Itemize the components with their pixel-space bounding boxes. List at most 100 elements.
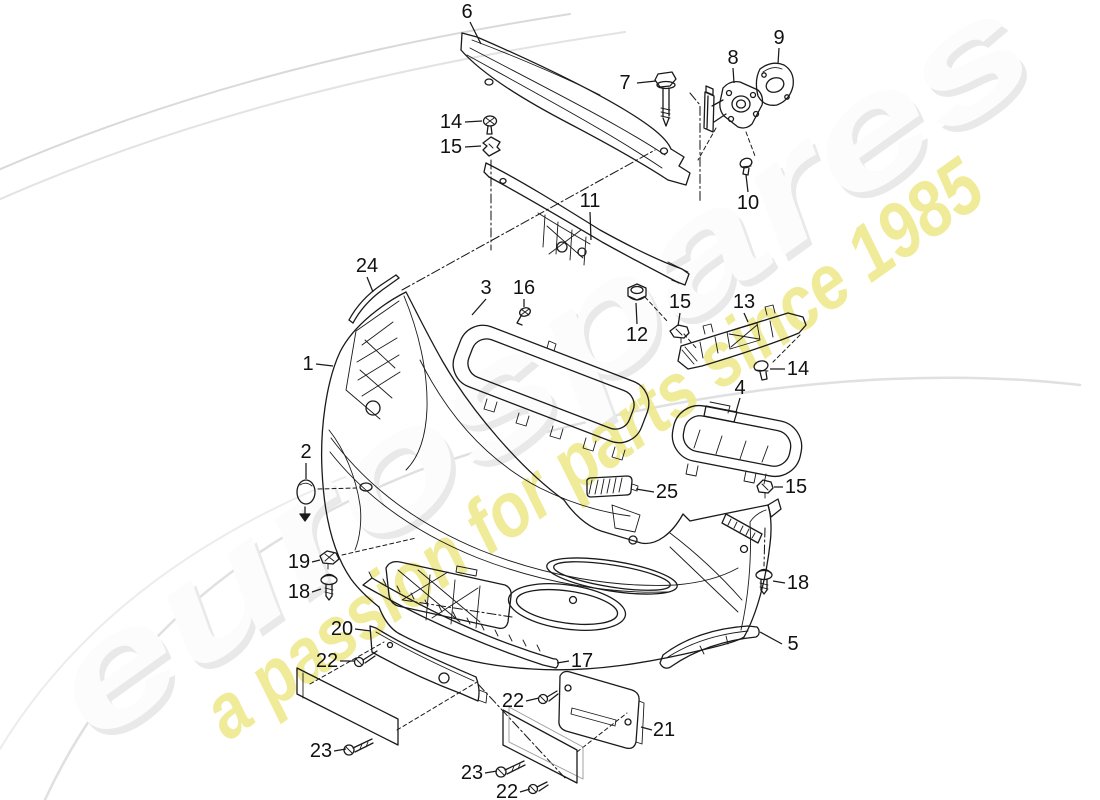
callout-number-6: 6 xyxy=(461,1,472,23)
callout-number-18: 18 xyxy=(787,572,809,594)
part-10-screw xyxy=(739,157,753,176)
part-19-clip-nut xyxy=(319,550,340,570)
callout-leader-22 xyxy=(519,788,531,793)
callout-leader-15 xyxy=(677,312,681,327)
part-17-spoiler-strip xyxy=(362,571,559,669)
callout-number-24: 24 xyxy=(356,255,378,277)
part-24-seal-strip xyxy=(348,274,400,324)
callout-leader-23 xyxy=(333,748,347,752)
part-25-side-marker xyxy=(586,475,639,498)
part-9-retaining-plate xyxy=(755,62,794,106)
callout-leader-20 xyxy=(354,628,372,632)
swoosh-arc-bottom-2 xyxy=(0,476,346,751)
callout-number-23: 23 xyxy=(461,762,483,784)
assembly-alignment-lines xyxy=(309,92,801,780)
part-20-license-filler xyxy=(369,625,488,704)
callout-leader-17 xyxy=(556,660,570,664)
callout-leader-6 xyxy=(469,21,482,45)
callout-number-15: 15 xyxy=(785,476,807,498)
part-14-screw-mid xyxy=(753,360,769,381)
callout-number-15: 15 xyxy=(669,291,691,313)
callout-number-14: 14 xyxy=(787,358,809,380)
callout-leader-21 xyxy=(640,726,653,731)
part-16-screw xyxy=(516,307,531,326)
callout-number-4: 4 xyxy=(734,377,745,399)
callout-leader-5 xyxy=(759,631,783,645)
callout-leader-23 xyxy=(484,770,498,774)
callout-number-16: 16 xyxy=(513,277,535,299)
callout-number-9: 9 xyxy=(773,27,784,49)
part-4-side-grille xyxy=(671,401,803,485)
callout-leader-3 xyxy=(471,298,487,316)
callout-number-12: 12 xyxy=(626,324,648,346)
license-plate-left xyxy=(296,667,399,746)
callout-number-22: 22 xyxy=(502,690,524,712)
part-3-center-grille xyxy=(452,324,650,461)
swoosh-arc-top-1 xyxy=(0,13,571,171)
callout-number-11: 11 xyxy=(580,190,601,212)
callout-leader-8 xyxy=(732,67,735,84)
callout-number-7: 7 xyxy=(619,72,630,94)
part-14-screw-top xyxy=(482,115,498,135)
callout-leader-24 xyxy=(366,276,374,293)
callout-leader-14 xyxy=(464,120,483,123)
callout-number-1: 1 xyxy=(302,353,313,375)
callout-number-18: 18 xyxy=(288,581,310,603)
callout-leader-10 xyxy=(745,174,749,193)
part-1-bumper-cover xyxy=(321,291,782,671)
callout-number-5: 5 xyxy=(787,633,798,655)
swoosh-arc-top-2 xyxy=(0,31,626,201)
part-18-screw-right xyxy=(755,568,773,595)
callout-number-22: 22 xyxy=(496,781,518,800)
callout-number-8: 8 xyxy=(727,47,738,69)
callout-number-10: 10 xyxy=(737,192,759,214)
callout-number-19: 19 xyxy=(288,551,310,573)
part-11-cowl-panel xyxy=(483,162,690,286)
part-22-screw-c xyxy=(527,781,549,795)
part-15-clip-right xyxy=(756,479,774,499)
part-5-lower-trim xyxy=(659,625,760,669)
callout-number-23: 23 xyxy=(310,740,332,762)
license-plate-middle xyxy=(502,706,584,784)
callout-number-20: 20 xyxy=(331,618,353,640)
callout-leader-18 xyxy=(311,588,322,593)
callout-leader-25 xyxy=(635,488,655,493)
part-13-side-bracket xyxy=(677,304,807,370)
part-6-impact-bar xyxy=(460,32,691,186)
callout-number-2: 2 xyxy=(300,441,311,463)
callout-leader-12 xyxy=(635,302,638,325)
part-22-screw-a xyxy=(353,650,378,668)
callout-leader-15 xyxy=(464,145,482,148)
part-15-clip-top xyxy=(482,136,501,157)
callout-number-13: 13 xyxy=(733,291,755,313)
part-23-screw-a xyxy=(343,738,374,756)
part-7-bolt xyxy=(654,71,677,127)
swoosh-arc-bottom-1 xyxy=(43,376,1082,800)
callout-leader-13 xyxy=(743,312,749,323)
part-22-screw-b xyxy=(537,690,559,705)
callout-number-14: 14 xyxy=(440,111,462,133)
callout-leader-7 xyxy=(636,80,657,84)
part-18-screw-left xyxy=(320,573,338,601)
callout-number-21: 21 xyxy=(653,719,675,741)
part-8-mount-bracket xyxy=(703,80,764,133)
part-21-license-bracket xyxy=(558,670,645,750)
callout-leader-4 xyxy=(735,397,741,413)
callout-number-25: 25 xyxy=(656,481,678,503)
callout-number-15: 15 xyxy=(440,136,462,158)
part-23-screw-b xyxy=(495,760,526,778)
callout-leader-1 xyxy=(315,363,334,367)
callout-leader-22 xyxy=(525,697,540,702)
callout-number-17: 17 xyxy=(571,650,593,672)
callout-leader-11 xyxy=(589,211,592,241)
callout-number-3: 3 xyxy=(480,277,491,299)
callout-leader-9 xyxy=(777,47,780,65)
callout-leader-18 xyxy=(772,580,786,584)
callout-leader-19 xyxy=(311,559,321,563)
watermark-brand: eurospares xyxy=(16,0,1063,773)
part-12-nut xyxy=(627,283,647,301)
